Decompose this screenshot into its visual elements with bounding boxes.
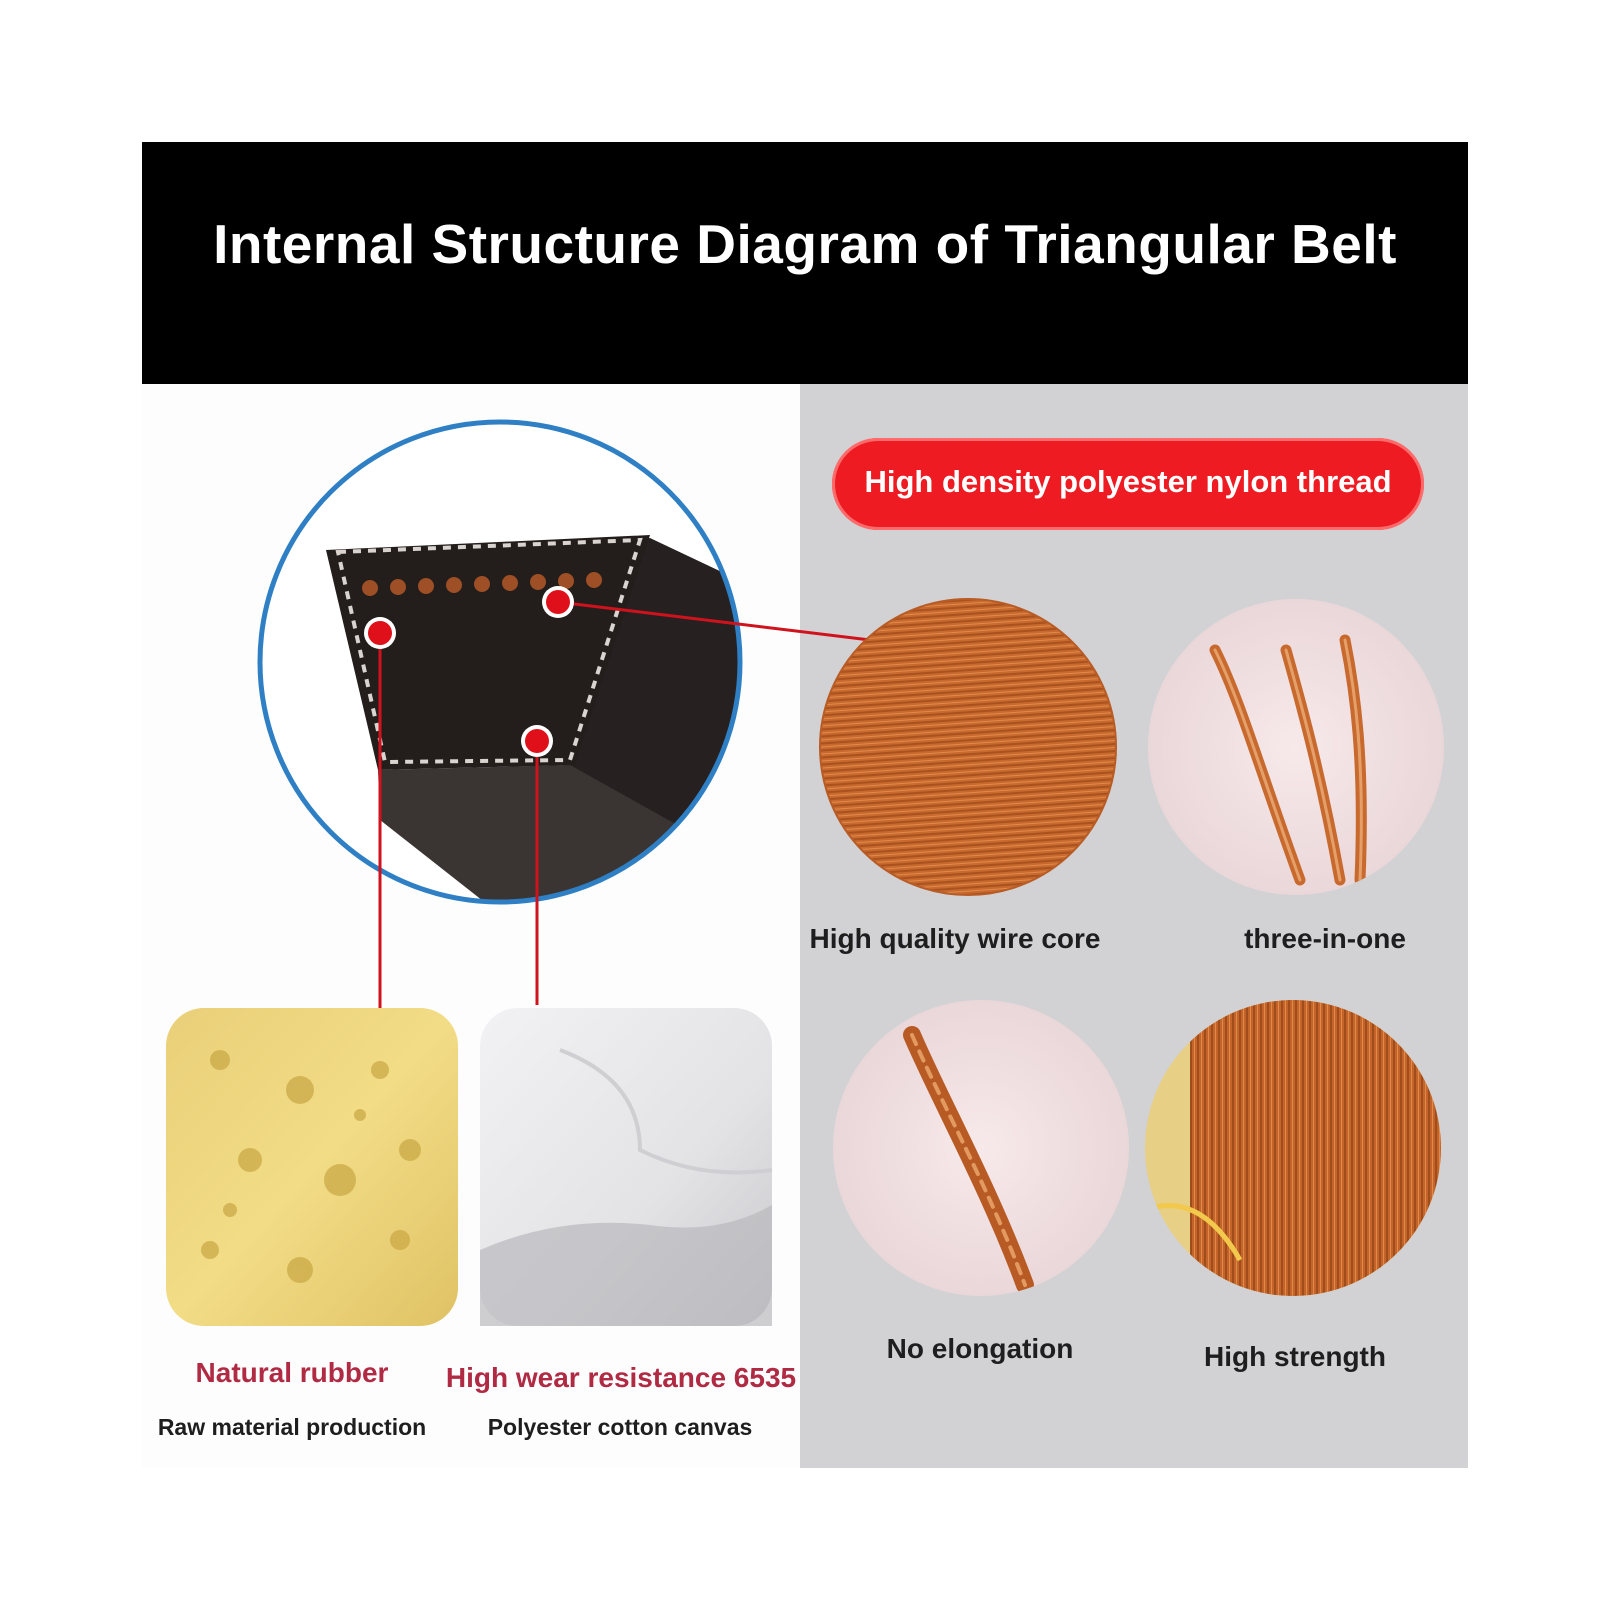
thread-label: High density polyester nylon thread: [864, 464, 1392, 499]
canvas-image: [480, 1008, 773, 1326]
caption-wear-resistance: High wear resistance 6535: [445, 1362, 797, 1393]
page-title: Internal Structure Diagram of Triangular…: [213, 213, 1397, 275]
marker-dots: [364, 586, 574, 757]
caption-raw-material: Raw material production: [157, 1414, 427, 1440]
right-panel: [800, 384, 1468, 1468]
caption-canvas: Polyester cotton canvas: [487, 1414, 753, 1440]
wire-core-image: [819, 598, 1117, 896]
caption-wire-core: High quality wire core: [809, 923, 1101, 954]
thread-label-pill: [832, 438, 1424, 530]
high-strength-image: [1145, 1000, 1441, 1296]
three-in-one-image: [1148, 599, 1444, 895]
connector-lines: [378, 600, 871, 1010]
caption-three-in-one: three-in-one: [1244, 923, 1406, 954]
stitch-line: [335, 537, 643, 765]
caption-no-elongation: No elongation: [886, 1333, 1074, 1364]
natural-rubber-image: [166, 1008, 458, 1326]
no-elongation-image: [833, 1000, 1129, 1296]
caption-high-strength: High strength: [1204, 1341, 1386, 1372]
cord-row: [362, 572, 602, 596]
title-bar: [142, 142, 1468, 384]
magnifier-lens: [257, 419, 743, 905]
caption-natural-rubber: Natural rubber: [195, 1357, 389, 1388]
